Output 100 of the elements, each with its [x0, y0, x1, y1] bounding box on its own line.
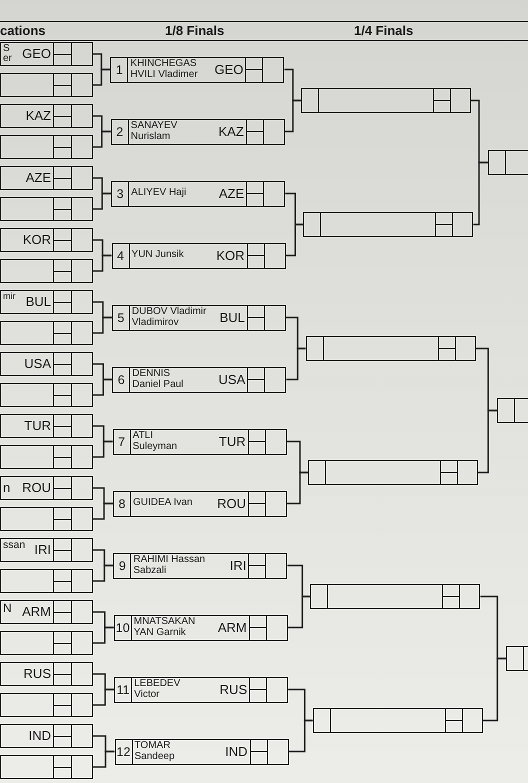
country-code: GEO [22, 47, 51, 61]
bracket-slot [0, 445, 93, 469]
bracket-slot [110, 118, 285, 144]
country-code: RUS [24, 667, 51, 681]
country-code: ROU [217, 496, 246, 510]
bracket-slot [114, 738, 288, 764]
seed-number: 4 [112, 244, 130, 268]
bracket-slot [300, 88, 471, 113]
bracket-slot [0, 259, 93, 283]
bracket-slot [112, 304, 286, 330]
bracket-slot [113, 552, 288, 578]
country-code: KOR [216, 248, 245, 262]
wrestler-name: LEBEDEV Victor [134, 679, 182, 700]
bracket-slot [308, 460, 478, 485]
seed-number: 10 [114, 616, 132, 640]
bracket-line [93, 440, 113, 458]
wrestler-name: ALIYEV Haji [131, 188, 186, 199]
bracket-slot [0, 414, 93, 438]
seed-number: 5 [112, 306, 130, 330]
bracket-slot [0, 569, 93, 593]
bracket-line [287, 472, 308, 504]
seed-number: 8 [114, 492, 132, 516]
bracket-slot [0, 42, 93, 66]
bracket-line [93, 688, 114, 706]
bracket-slot [306, 336, 476, 361]
bracket-slot [112, 428, 287, 454]
seed-number: 6 [113, 368, 130, 392]
bracket-slot [0, 228, 93, 252]
bracket-line [93, 378, 112, 396]
bracket-line [93, 564, 114, 582]
seed-number: 12 [116, 740, 132, 764]
country-code: RUS [220, 682, 248, 696]
country-code: ARM [218, 620, 247, 634]
wrestler-name: TOMAR Sandeep [134, 741, 176, 762]
bracket-slot [488, 150, 528, 175]
country-code: IND [225, 744, 248, 758]
bracket-slot [0, 104, 93, 128]
bracket-slot [0, 166, 93, 190]
wrestler-name: ATLI Suleyman [132, 431, 178, 452]
seed-number: 2 [112, 120, 129, 144]
seed-number: 1 [111, 58, 128, 82]
bracket-line [93, 68, 110, 86]
bracket-slot [303, 212, 474, 237]
round-heading: 1/4 Finals [354, 23, 414, 38]
bracket-slot [110, 56, 284, 82]
bracket-line [288, 720, 313, 752]
bracket-slot [497, 398, 528, 423]
bracket-line [93, 130, 111, 148]
bracket-line [286, 348, 306, 380]
name-fragment: N [3, 602, 12, 614]
country-code: KOR [22, 233, 51, 247]
country-code: TUR [218, 434, 246, 448]
name-fragment: mir [3, 292, 16, 302]
bracket-slot [0, 383, 93, 407]
bracket-line [93, 502, 114, 520]
bracket-slot [112, 366, 286, 392]
bracket-line [93, 626, 114, 644]
bracket-line [93, 316, 112, 334]
bracket-slot [0, 197, 93, 221]
bracket-line [288, 596, 310, 628]
bracket-slot [111, 180, 286, 206]
bracket-slot [113, 490, 288, 516]
country-code: ARM [22, 605, 51, 619]
bracket-slot [0, 321, 93, 345]
country-code: ROU [22, 481, 51, 495]
country-code: IRI [34, 543, 51, 557]
bracket-slot [0, 600, 93, 624]
wrestler-name: SANAYEV Nurislam [130, 121, 178, 142]
country-code: IRI [230, 558, 246, 572]
bracket-line [93, 750, 114, 768]
bracket-slot [0, 73, 93, 97]
bracket-line [93, 192, 112, 210]
bracket-slot [0, 135, 93, 159]
wrestler-name: DENNIS Daniel Paul [132, 369, 184, 390]
country-code: BUL [220, 310, 245, 324]
bracket-line [93, 254, 112, 272]
bracket-slot [0, 538, 93, 562]
name-fragment: S er [3, 44, 13, 64]
seed-number: 9 [114, 554, 132, 578]
wrestler-name: RAHIMI Hassan Sabzali [133, 555, 206, 576]
bracket-slot [0, 662, 93, 686]
wrestler-name: KHINCHEGAS HVILI Vladimer [130, 59, 199, 80]
seed-number: 11 [115, 678, 132, 702]
bracket-slot [506, 646, 528, 671]
bracket-slot [0, 507, 93, 531]
bracket-slot [0, 755, 93, 779]
round-heading: cations [0, 23, 46, 38]
country-code: GEO [214, 62, 244, 76]
bracket-slot [312, 708, 483, 733]
country-code: BUL [26, 295, 51, 309]
country-code: KAZ [26, 109, 51, 123]
bracket-slot [0, 290, 93, 314]
country-code: TUR [24, 419, 51, 433]
bracket-slot [0, 352, 93, 376]
country-code: KAZ [218, 124, 244, 138]
country-code: IND [28, 729, 51, 743]
wrestler-name: MNATSAKAN YAN Garnik [134, 617, 196, 638]
bracket-line [478, 410, 498, 474]
country-code: USA [24, 357, 51, 371]
seed-number: 3 [112, 182, 130, 206]
